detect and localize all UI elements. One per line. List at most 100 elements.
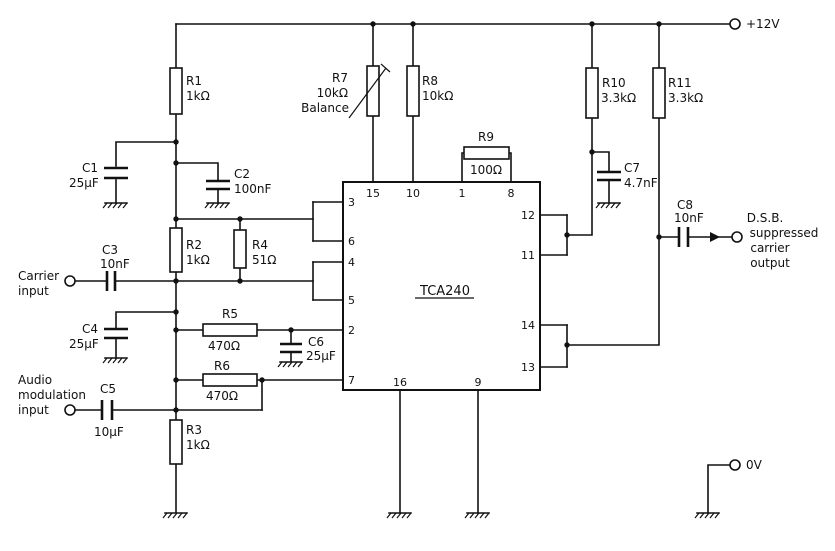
audio-input-label-line3: input bbox=[18, 403, 49, 417]
pin-13-label: 13 bbox=[521, 361, 535, 374]
capacitor-c2 bbox=[206, 179, 230, 191]
r7-note: Balance bbox=[301, 101, 349, 115]
audio-input-label-line1: Audio bbox=[18, 373, 52, 387]
r4-value: 51Ω bbox=[252, 253, 276, 267]
pin-3-label: 3 bbox=[348, 196, 355, 209]
r8-value: 10kΩ bbox=[422, 89, 453, 103]
c3-value: 10nF bbox=[100, 257, 130, 271]
r7-ref: R7 bbox=[332, 71, 348, 85]
c4-value: 25µF bbox=[69, 337, 99, 351]
r9-value: 100Ω bbox=[470, 163, 502, 177]
pin-16-label: 16 bbox=[393, 376, 407, 389]
ground-symbols bbox=[102, 202, 720, 519]
r1-value: 1kΩ bbox=[186, 89, 210, 103]
resistor-r2 bbox=[169, 227, 183, 273]
output-arrow-icon bbox=[710, 232, 720, 242]
wiring bbox=[74, 23, 733, 514]
terminal-plus-12v bbox=[729, 18, 741, 30]
resistor-r6 bbox=[202, 373, 258, 387]
c7-value: 4.7nF bbox=[624, 176, 658, 190]
r2-value: 1kΩ bbox=[186, 253, 210, 267]
r4-ref: R4 bbox=[252, 238, 268, 252]
pin-6-label: 6 bbox=[348, 235, 355, 248]
ground-icon bbox=[204, 202, 230, 209]
pin-11-label: 11 bbox=[521, 249, 535, 262]
pin-7-label: 7 bbox=[348, 374, 355, 387]
carrier-input-label-line1: Carrier bbox=[18, 269, 59, 283]
capacitor-c7 bbox=[597, 170, 621, 182]
pin-15-label: 15 bbox=[366, 187, 380, 200]
c5-ref: C5 bbox=[100, 382, 116, 396]
resistor-r11 bbox=[652, 67, 666, 119]
resistor-r8 bbox=[406, 65, 420, 117]
c4-ref: C4 bbox=[82, 322, 98, 336]
ic-pin-labels: 15 10 1 8 3 6 4 5 2 7 16 9 12 11 14 13 bbox=[348, 187, 535, 389]
capacitor-c4 bbox=[104, 327, 128, 340]
ground-icon bbox=[694, 512, 720, 519]
c6-value: 25µF bbox=[306, 349, 336, 363]
capacitor-c5 bbox=[100, 400, 114, 420]
r2-ref: R2 bbox=[186, 238, 202, 252]
io-labels: +12V 0V Carrier input Audio modulation i… bbox=[18, 17, 818, 472]
c5-value: 10µF bbox=[94, 425, 124, 439]
ground-icon bbox=[277, 361, 303, 368]
c7-ref: C7 bbox=[624, 161, 640, 175]
r1-ref: R1 bbox=[186, 74, 202, 88]
r3-ref: R3 bbox=[186, 423, 202, 437]
ic-body bbox=[342, 181, 541, 391]
pin-5-label: 5 bbox=[348, 294, 355, 307]
supply-zero-label: 0V bbox=[746, 458, 763, 472]
capacitor-c3 bbox=[105, 271, 117, 291]
r9-ref: R9 bbox=[478, 130, 494, 144]
ground-icon bbox=[464, 512, 490, 519]
capacitor-c6 bbox=[280, 342, 302, 354]
ground-icon bbox=[162, 512, 188, 519]
c8-value: 10nF bbox=[674, 211, 704, 225]
r3-value: 1kΩ bbox=[186, 438, 210, 452]
c2-value: 100nF bbox=[234, 182, 272, 196]
r6-value: 470Ω bbox=[206, 389, 238, 403]
junction-dots bbox=[173, 21, 662, 413]
ground-icon bbox=[595, 202, 621, 209]
ground-icon bbox=[102, 357, 128, 364]
ground-icon bbox=[102, 202, 128, 209]
pin-1-label: 1 bbox=[459, 187, 466, 200]
c1-ref: C1 bbox=[82, 161, 98, 175]
terminal-carrier-input bbox=[64, 275, 76, 287]
resistor-r4 bbox=[233, 229, 247, 269]
output-label-line1: D.S.B. bbox=[747, 211, 784, 225]
output-label-line3: carrier bbox=[750, 241, 789, 255]
supply-plus-label: +12V bbox=[746, 17, 780, 31]
pin-4-label: 4 bbox=[348, 256, 355, 269]
pin-2-label: 2 bbox=[348, 324, 355, 337]
c1-value: 25µF bbox=[69, 176, 99, 190]
c3-ref: C3 bbox=[102, 243, 118, 257]
r5-ref: R5 bbox=[222, 307, 238, 321]
ic-name: TCA240 bbox=[419, 284, 470, 299]
r7-value: 10kΩ bbox=[317, 86, 348, 100]
pin-9-label: 9 bbox=[475, 376, 482, 389]
r8-ref: R8 bbox=[422, 74, 438, 88]
terminal-0v bbox=[729, 459, 741, 471]
pin-10-label: 10 bbox=[406, 187, 420, 200]
carrier-input-label-line2: input bbox=[18, 284, 49, 298]
capacitor-c8 bbox=[677, 227, 690, 247]
c6-ref: C6 bbox=[308, 335, 324, 349]
capacitor-c1 bbox=[104, 166, 128, 180]
r11-ref: R11 bbox=[668, 76, 692, 90]
resistor-r10 bbox=[585, 67, 599, 119]
audio-input-label-line2: modulation bbox=[18, 388, 86, 402]
terminal-audio-input bbox=[64, 404, 76, 416]
ground-icon bbox=[386, 512, 412, 519]
r6-ref: R6 bbox=[214, 359, 230, 373]
pin-14-label: 14 bbox=[521, 319, 535, 332]
resistor-r9 bbox=[463, 146, 510, 160]
component-labels: R1 1kΩ R2 1kΩ R3 1kΩ R4 51Ω R5 470Ω R6 4… bbox=[69, 71, 704, 452]
r10-ref: R10 bbox=[602, 76, 626, 90]
pin-12-label: 12 bbox=[521, 209, 535, 222]
resistor-r5 bbox=[202, 323, 258, 337]
terminal-dsb-output bbox=[731, 231, 743, 243]
r5-value: 470Ω bbox=[208, 339, 240, 353]
c8-ref: C8 bbox=[677, 198, 693, 212]
